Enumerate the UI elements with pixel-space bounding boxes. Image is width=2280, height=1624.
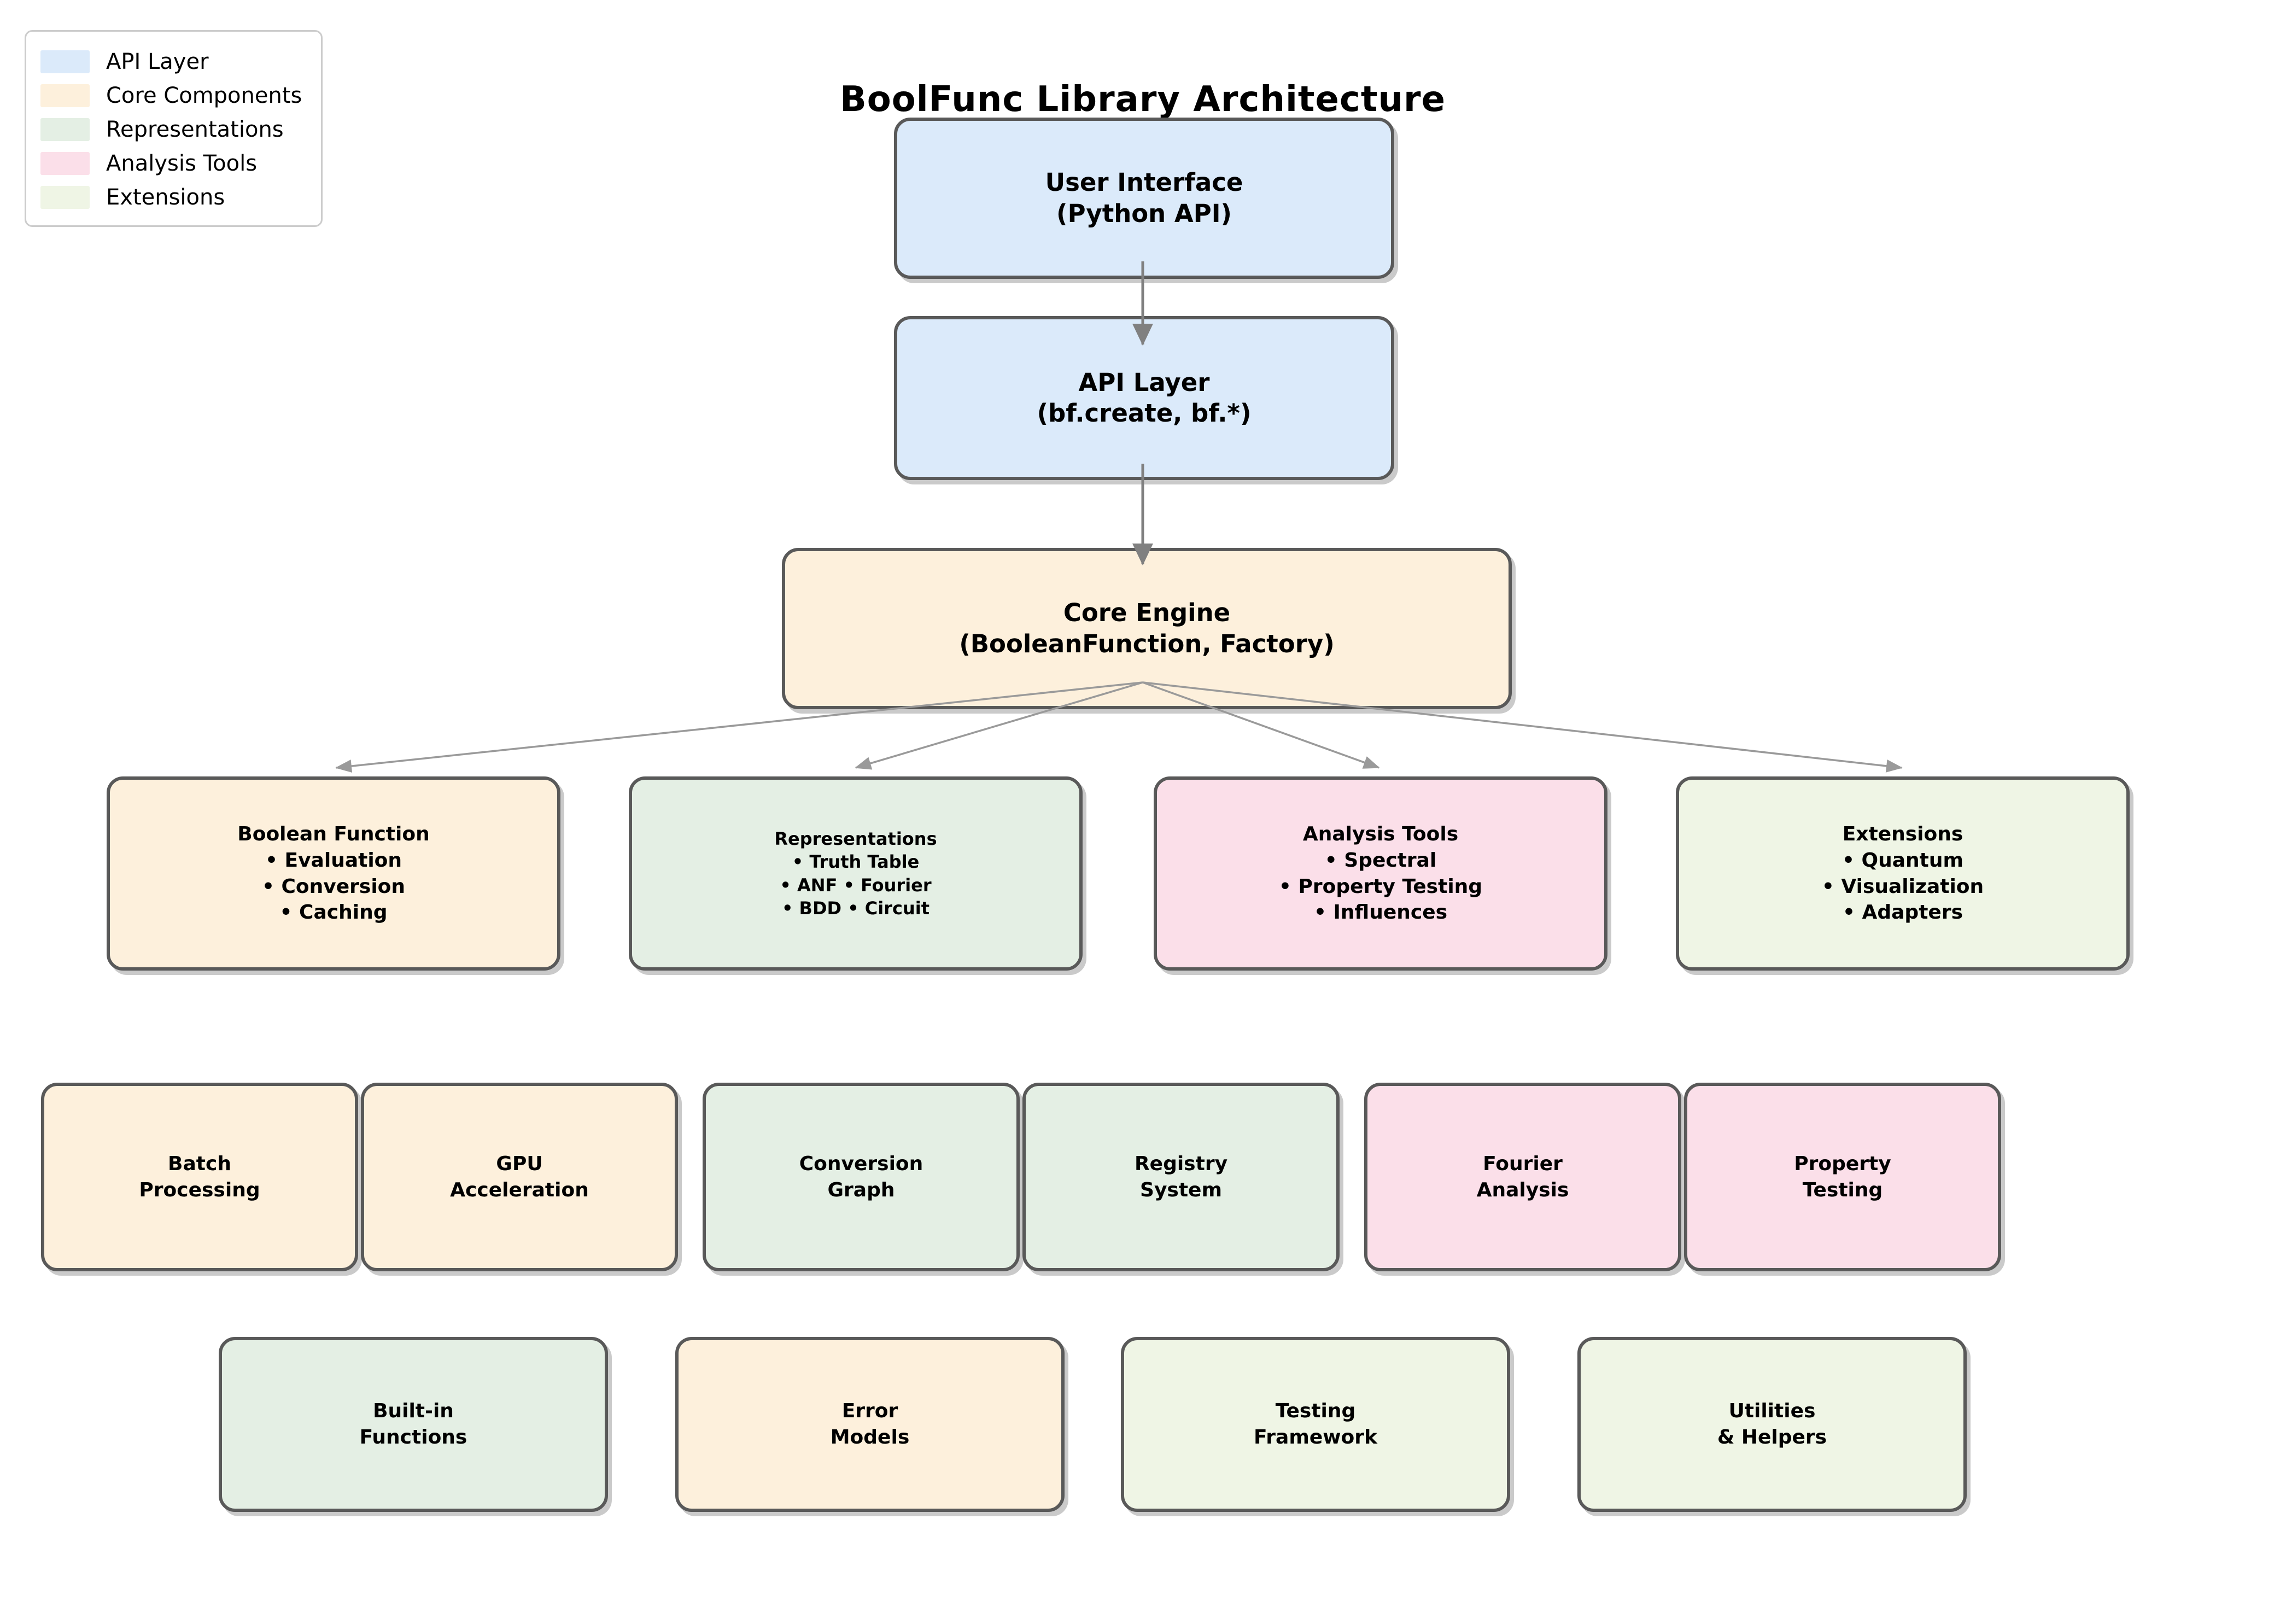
node-label: Models [830, 1426, 910, 1448]
legend-item-extensions: Extensions [40, 180, 307, 214]
node-label: Built-in [373, 1400, 454, 1423]
node-label: Analysis [1476, 1178, 1569, 1201]
node-label: & Helpers [1717, 1426, 1827, 1448]
node-testing-framework: Testing Framework [1121, 1337, 1510, 1512]
legend-label: API Layer [106, 49, 209, 74]
legend-swatch-extensions [40, 186, 90, 209]
node-label: Representations [774, 828, 937, 850]
node-label: Fourier [1483, 1152, 1563, 1175]
node-label: • Visualization [1821, 875, 1984, 898]
node-label: Conversion [799, 1152, 923, 1175]
node-label: • Conversion [261, 875, 406, 898]
node-label: GPU [496, 1152, 543, 1175]
node-label: • ANF • Fourier [780, 874, 932, 896]
legend-label: Analysis Tools [106, 151, 258, 176]
node-label: • Caching [279, 901, 388, 924]
node-label: • BDD • Circuit [781, 897, 930, 919]
node-label: System [1140, 1178, 1222, 1201]
node-batch-processing: Batch Processing [41, 1083, 358, 1271]
node-label: API Layer [1078, 367, 1210, 397]
node-extensions: Extensions • Quantum • Visualization • A… [1676, 776, 2130, 971]
node-label: Processing [139, 1178, 260, 1201]
node-label: Functions [359, 1426, 467, 1448]
node-analysis-tools: Analysis Tools • Spectral • Property Tes… [1154, 776, 1607, 971]
node-label: Testing [1275, 1400, 1356, 1423]
node-label: Analysis Tools [1302, 823, 1459, 846]
node-boolean-function: Boolean Function • Evaluation • Conversi… [107, 776, 560, 971]
legend-swatch-analysis-tools [40, 152, 90, 175]
node-label: Property [1794, 1152, 1891, 1175]
node-label: Graph [827, 1178, 895, 1201]
node-label: Boolean Function [237, 823, 430, 846]
node-label: Utilities [1728, 1400, 1816, 1423]
node-label: • Quantum [1841, 849, 1964, 872]
legend-label: Representations [106, 117, 284, 142]
node-label: (bf.create, bf.*) [1037, 399, 1252, 428]
page-title: BoolFunc Library Architecture [840, 79, 1446, 120]
node-representations: Representations • Truth Table • ANF • Fo… [629, 776, 1083, 971]
legend: API Layer Core Components Representation… [25, 30, 323, 227]
node-label: • Spectral [1324, 849, 1437, 872]
node-utilities-helpers: Utilities & Helpers [1577, 1337, 1967, 1512]
node-label: Framework [1254, 1426, 1377, 1448]
node-label: Core Engine [1063, 598, 1231, 628]
node-label: User Interface [1045, 168, 1243, 197]
node-label: • Adapters [1842, 901, 1963, 924]
node-label: • Influences [1313, 901, 1448, 924]
node-label: Acceleration [450, 1178, 589, 1201]
legend-swatch-api-layer [40, 50, 90, 73]
node-property-testing: Property Testing [1684, 1083, 2001, 1271]
node-label: (BooleanFunction, Factory) [959, 629, 1335, 658]
node-label: Testing [1802, 1178, 1883, 1201]
legend-swatch-representations [40, 118, 90, 141]
legend-swatch-core-components [40, 84, 90, 107]
legend-item-api-layer: API Layer [40, 45, 307, 79]
node-fourier-analysis: Fourier Analysis [1364, 1083, 1681, 1271]
node-label: Batch [168, 1152, 231, 1175]
node-conversion-graph: Conversion Graph [703, 1083, 1020, 1271]
node-label: Registry [1134, 1152, 1228, 1175]
node-label: • Property Testing [1278, 875, 1483, 898]
node-registry-system: Registry System [1022, 1083, 1340, 1271]
legend-label: Core Components [106, 83, 302, 108]
node-core-engine: Core Engine (BooleanFunction, Factory) [782, 548, 1512, 709]
node-label: • Truth Table [792, 851, 920, 873]
node-label: (Python API) [1056, 198, 1232, 228]
node-api-layer: API Layer (bf.create, bf.*) [894, 316, 1394, 480]
node-label: Error [841, 1400, 898, 1423]
node-label: Extensions [1842, 823, 1963, 846]
node-gpu-acceleration: GPU Acceleration [361, 1083, 678, 1271]
node-builtin-functions: Built-in Functions [219, 1337, 608, 1512]
node-user-interface: User Interface (Python API) [894, 118, 1394, 279]
legend-label: Extensions [106, 185, 225, 210]
node-error-models: Error Models [675, 1337, 1065, 1512]
legend-item-core-components: Core Components [40, 79, 307, 113]
legend-item-analysis-tools: Analysis Tools [40, 147, 307, 180]
node-label: • Evaluation [265, 849, 402, 872]
legend-item-representations: Representations [40, 113, 307, 147]
